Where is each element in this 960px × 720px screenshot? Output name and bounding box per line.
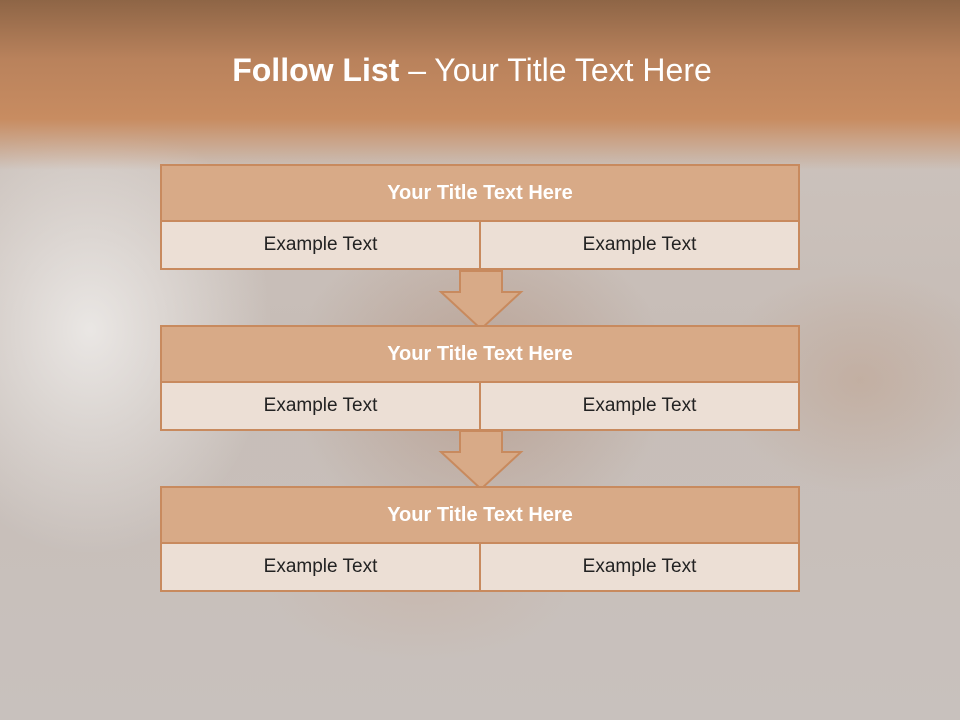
block-cell-right: Example Text [479, 222, 798, 268]
slide-title-rest: – Your Title Text Here [399, 52, 712, 88]
slide-title-bold: Follow List [232, 52, 400, 88]
block-cell-left: Example Text [263, 395, 378, 416]
block-cell-right: Example Text [479, 544, 798, 590]
block-title: Your Title Text Here [162, 327, 798, 383]
down-arrow-icon [438, 430, 524, 491]
down-arrow-icon [438, 270, 524, 331]
list-block-2: Your Title Text Here Example Text Exampl… [160, 325, 800, 431]
list-block-1: Your Title Text Here Example Text Exampl… [160, 164, 800, 270]
block-cell-left: Example Text [263, 556, 378, 577]
title-band [0, 0, 960, 170]
block-cell-left: Example Text [263, 234, 378, 255]
block-title: Your Title Text Here [162, 488, 798, 544]
slide-title: Follow List – Your Title Text Here [0, 52, 944, 89]
block-cell-right: Example Text [479, 383, 798, 429]
block-title: Your Title Text Here [162, 166, 798, 222]
block-row: Example Text Example Text [162, 383, 798, 429]
list-block-3: Your Title Text Here Example Text Exampl… [160, 486, 800, 592]
block-row: Example Text Example Text [162, 544, 798, 590]
block-row: Example Text Example Text [162, 222, 798, 268]
